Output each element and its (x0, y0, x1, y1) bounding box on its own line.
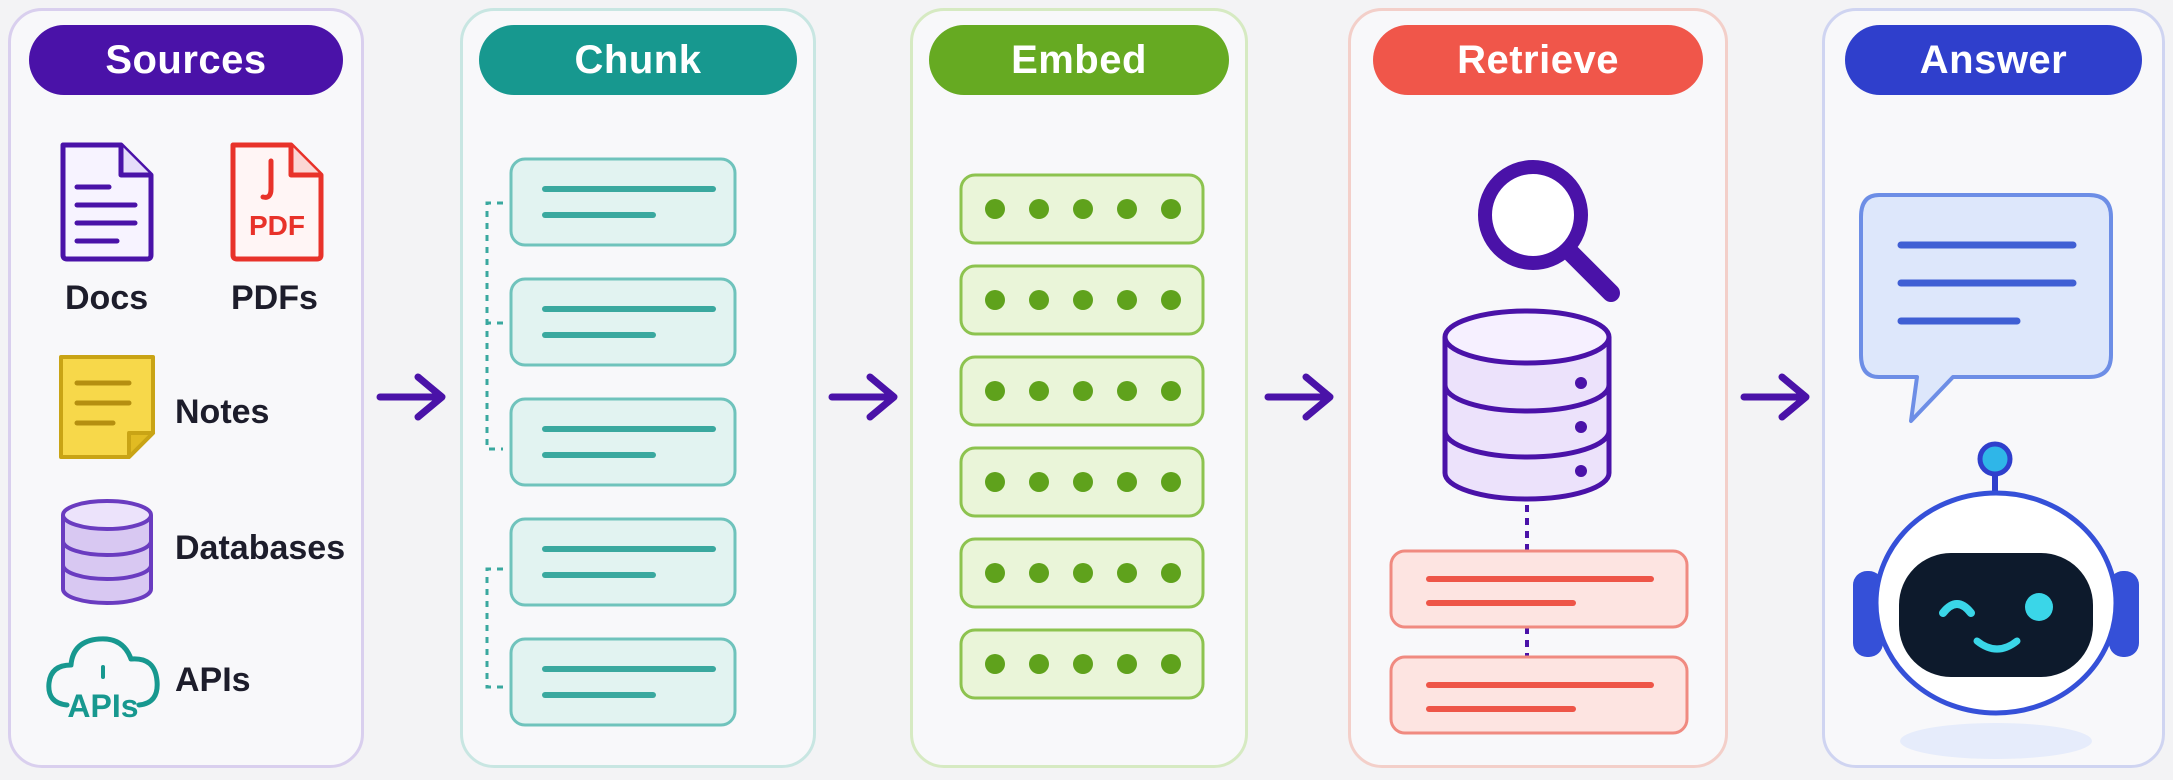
embedding-dot (985, 290, 1005, 310)
chunk-bracket-2 (485, 321, 503, 329)
notes-label: Notes (175, 393, 270, 431)
embedding-dot (1073, 563, 1093, 583)
chunk-list (485, 157, 737, 727)
embedding-dot (1073, 290, 1093, 310)
embedding-dot (1161, 381, 1181, 401)
embedding-dot (1117, 381, 1137, 401)
right-arrow-icon (1740, 373, 1810, 421)
embedding-dot (985, 199, 1005, 219)
document-icon (60, 142, 154, 262)
embedding-dot (985, 381, 1005, 401)
embedding-dot (1117, 199, 1137, 219)
chat-bubble-icon (1859, 193, 2113, 423)
embedding-dot (1117, 290, 1137, 310)
databases-label: Databases (175, 529, 346, 567)
embedding-vector-row (959, 264, 1205, 336)
pdf-icon: PDF (230, 142, 324, 262)
chunk-card (509, 157, 737, 247)
apis-label: APIs (175, 661, 251, 699)
embedding-vector-row (959, 446, 1205, 518)
sticky-note-icon (59, 355, 155, 459)
retrieved-chunks (1389, 505, 1689, 735)
retrieve-title: Retrieve (1373, 25, 1703, 95)
pdfs-label: PDFs (231, 279, 318, 317)
retrieved-chunk-card (1389, 655, 1689, 735)
database-icon (61, 499, 153, 605)
apis-badge: APIs (67, 688, 138, 724)
right-arrow-icon (828, 373, 898, 421)
embedding-dot (1029, 563, 1049, 583)
right-arrow-icon (376, 373, 446, 421)
embedding-dot (985, 654, 1005, 674)
database-icon (1442, 308, 1612, 502)
embed-panel: Embed (910, 8, 1248, 768)
embedding-dot (1161, 472, 1181, 492)
embedding-vector-row (959, 628, 1205, 700)
embedding-dot (1029, 472, 1049, 492)
embedding-dot (1073, 654, 1093, 674)
pdf-badge: PDF (249, 210, 305, 241)
robot-icon (1853, 441, 2139, 759)
answer-panel: Answer (1822, 8, 2165, 768)
embedding-vectors (959, 173, 1205, 700)
chunk-bracket-1 (485, 201, 503, 451)
embedding-dot (1161, 563, 1181, 583)
chunk-panel: Chunk (460, 8, 816, 768)
chunk-title: Chunk (479, 25, 797, 95)
answer-title: Answer (1845, 25, 2142, 95)
retrieved-chunk-card (1389, 549, 1689, 629)
embedding-dot (1029, 654, 1049, 674)
chunk-card (509, 637, 737, 727)
embedding-dot (1029, 381, 1049, 401)
embedding-dot (985, 472, 1005, 492)
embedding-dot (1117, 563, 1137, 583)
docs-label: Docs (65, 279, 149, 317)
embedding-dot (1117, 472, 1137, 492)
embedding-dot (1161, 654, 1181, 674)
embedding-vector-row (959, 355, 1205, 427)
right-arrow-icon (1264, 373, 1334, 421)
embedding-dot (1029, 290, 1049, 310)
embedding-vector-row (959, 173, 1205, 245)
embedding-dot (1029, 199, 1049, 219)
embedding-dot (985, 563, 1005, 583)
embedding-dot (1161, 199, 1181, 219)
embedding-dot (1161, 290, 1181, 310)
magnifier-icon (1478, 160, 1620, 302)
chunk-card (509, 517, 737, 607)
embedding-dot (1073, 199, 1093, 219)
embed-title: Embed (929, 25, 1229, 95)
sources-panel: Sources Docs PDF PDFs Notes Databases (8, 8, 364, 768)
cloud-api-icon: APIs (46, 636, 160, 724)
embedding-dot (1073, 381, 1093, 401)
chunk-card (509, 277, 737, 367)
retrieve-panel: Retrieve (1348, 8, 1728, 768)
embedding-dot (1117, 654, 1137, 674)
sources-title: Sources (29, 25, 343, 95)
chunk-card (509, 397, 737, 487)
embedding-vector-row (959, 537, 1205, 609)
embedding-dot (1073, 472, 1093, 492)
chunk-bracket-3 (485, 567, 503, 689)
